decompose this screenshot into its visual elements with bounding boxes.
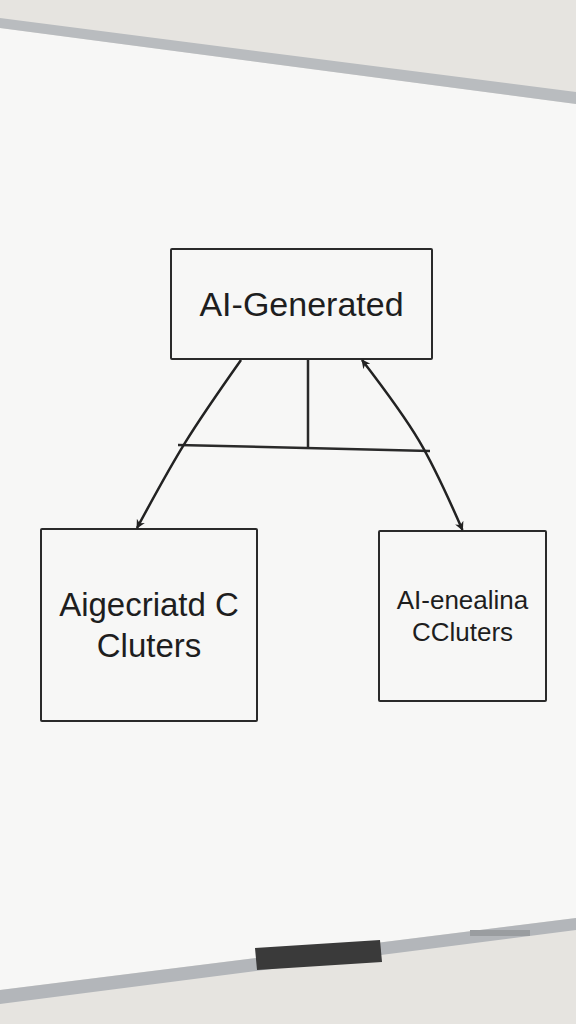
box-label: Aigecriatd C Cluters [48, 584, 250, 667]
process-box: Aigecriatd C Cluters [40, 528, 258, 722]
whiteboard-surface [0, 28, 576, 990]
process-box: AI-enealina CCluters [378, 530, 547, 702]
box-label: AI-enealina CCluters [386, 584, 539, 649]
connector-arrow [362, 360, 463, 530]
box-label: AI-Generated [199, 283, 403, 326]
connector-arrow [137, 360, 241, 528]
marker-tray-item [470, 930, 530, 936]
process-box: AI-Generated [170, 248, 433, 360]
board-frame-bottom [0, 918, 576, 1004]
bracket-bar [178, 445, 430, 451]
board-frame-top [0, 18, 576, 104]
eraser [255, 940, 382, 970]
bracket-stem [307, 360, 310, 447]
